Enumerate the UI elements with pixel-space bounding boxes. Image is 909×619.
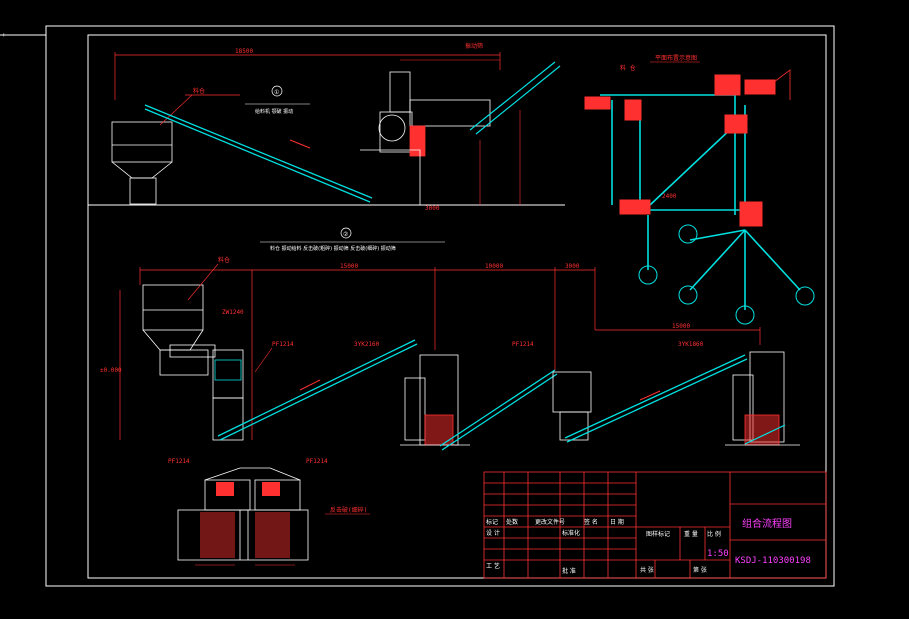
dim-mid-span-3: 3000 <box>565 263 580 270</box>
level-mark: ±0.000 <box>100 367 122 374</box>
bottom-pf-right-label: PF1214 <box>306 458 328 465</box>
bottom-motor-left <box>216 482 234 496</box>
tb-weight: 重 量 <box>684 530 698 538</box>
screen-label-top: 振动筛 <box>465 42 483 50</box>
bottom-caption: 反击破(细碎) <box>330 506 367 514</box>
tb-design: 设 计 <box>486 529 500 537</box>
section-1-circle <box>271 85 283 97</box>
screen-2-label: 3YK1860 <box>678 341 704 348</box>
tb-header-date: 日 期 <box>610 518 624 526</box>
base-dim-top: 3000 <box>425 205 440 212</box>
tb-header-mark: 标记 <box>486 518 498 526</box>
tb-header-sign: 签 名 <box>584 518 598 526</box>
bottom-pf-left-label: PF1214 <box>168 458 190 465</box>
bottom-detail: PF1214 PF1214 反击破(细碎) <box>168 458 370 566</box>
bin-label-1: 料仓 <box>193 87 205 95</box>
tb-header-count: 处数 <box>506 518 518 526</box>
tb-sheet-total: 共 张 <box>640 566 654 574</box>
drawing-title: 组合流程图 <box>742 517 792 530</box>
plan-dim-label: 2400 <box>662 193 677 200</box>
zw-feeder-label: ZW1240 <box>222 309 244 316</box>
tb-process: 工 艺 <box>486 562 500 570</box>
pf-crusher-2 <box>552 371 592 441</box>
section-2-main-line: ② 料仓 振动给料 反击破(粗碎) 振动筛 反击破(细碎) 振动筛 15000 … <box>100 227 800 451</box>
screen-2 <box>725 351 800 446</box>
section-2-number: ② <box>343 231 348 238</box>
plan-bin-label: 料 仓 <box>620 64 636 72</box>
bin-label-2: 料仓 <box>218 256 230 264</box>
flow-arrow-3 <box>639 390 661 401</box>
flow-arrow-1 <box>289 139 311 149</box>
section-2-caption: 料仓 振动给料 反击破(粗碎) 振动筛 反击破(细碎) 振动筛 <box>270 245 396 252</box>
bottom-motor-right <box>262 482 280 496</box>
screen-1-label: 3YK2160 <box>354 341 380 348</box>
feed-bin-1 <box>111 121 173 205</box>
drawing-number: KSDJ-110300198 <box>735 556 811 566</box>
tb-sheet-no: 第 张 <box>693 566 707 574</box>
dim-mid-span-2: 10000 <box>485 263 503 270</box>
tb-stage-mark: 图样标记 <box>646 530 670 538</box>
pf-crusher-2-label: PF1214 <box>512 341 534 348</box>
dim-mid-span-1: 15000 <box>340 263 358 270</box>
plan-view-title: 平面布置示意图 <box>655 54 697 62</box>
title-block: 标记 处数 更改文件号 签 名 日 期 设 计 标准化 工 艺 批 准 图样标记… <box>483 471 827 579</box>
section-1-jaw-line: 18500 ① 给料机 颚破 振动 料仓 <box>111 42 561 212</box>
conveyor-4 <box>439 369 558 451</box>
jaw-crusher-station <box>360 71 491 206</box>
dim-lower-span: 15000 <box>672 323 690 330</box>
conveyor-2 <box>469 61 561 135</box>
conveyor-1 <box>144 104 373 203</box>
section-1-number: ① <box>274 89 279 96</box>
conveyor-5 <box>564 354 748 443</box>
zw-feeder <box>212 349 244 441</box>
tb-scale-label: 比 例 <box>707 530 721 538</box>
tb-scale: 1:50 <box>707 549 729 559</box>
flow-arrow-2 <box>299 379 321 391</box>
feed-bin-2 <box>142 284 216 376</box>
drawing-frame <box>0 25 835 587</box>
origin-mark: + <box>2 32 6 39</box>
conveyor-3 <box>217 339 418 441</box>
tb-approve: 批 准 <box>562 567 576 575</box>
conveyor-6 <box>744 424 786 445</box>
tb-standardize: 标准化 <box>562 529 580 537</box>
dim-top-span: 18500 <box>235 48 253 55</box>
plan-view: 平面布置示意图 <box>584 54 815 325</box>
section-1-caption: 给料机 颚破 振动 <box>255 108 293 115</box>
pf-crusher-1-label: PF1214 <box>272 341 294 348</box>
tb-header-doc: 更改文件号 <box>535 518 565 526</box>
